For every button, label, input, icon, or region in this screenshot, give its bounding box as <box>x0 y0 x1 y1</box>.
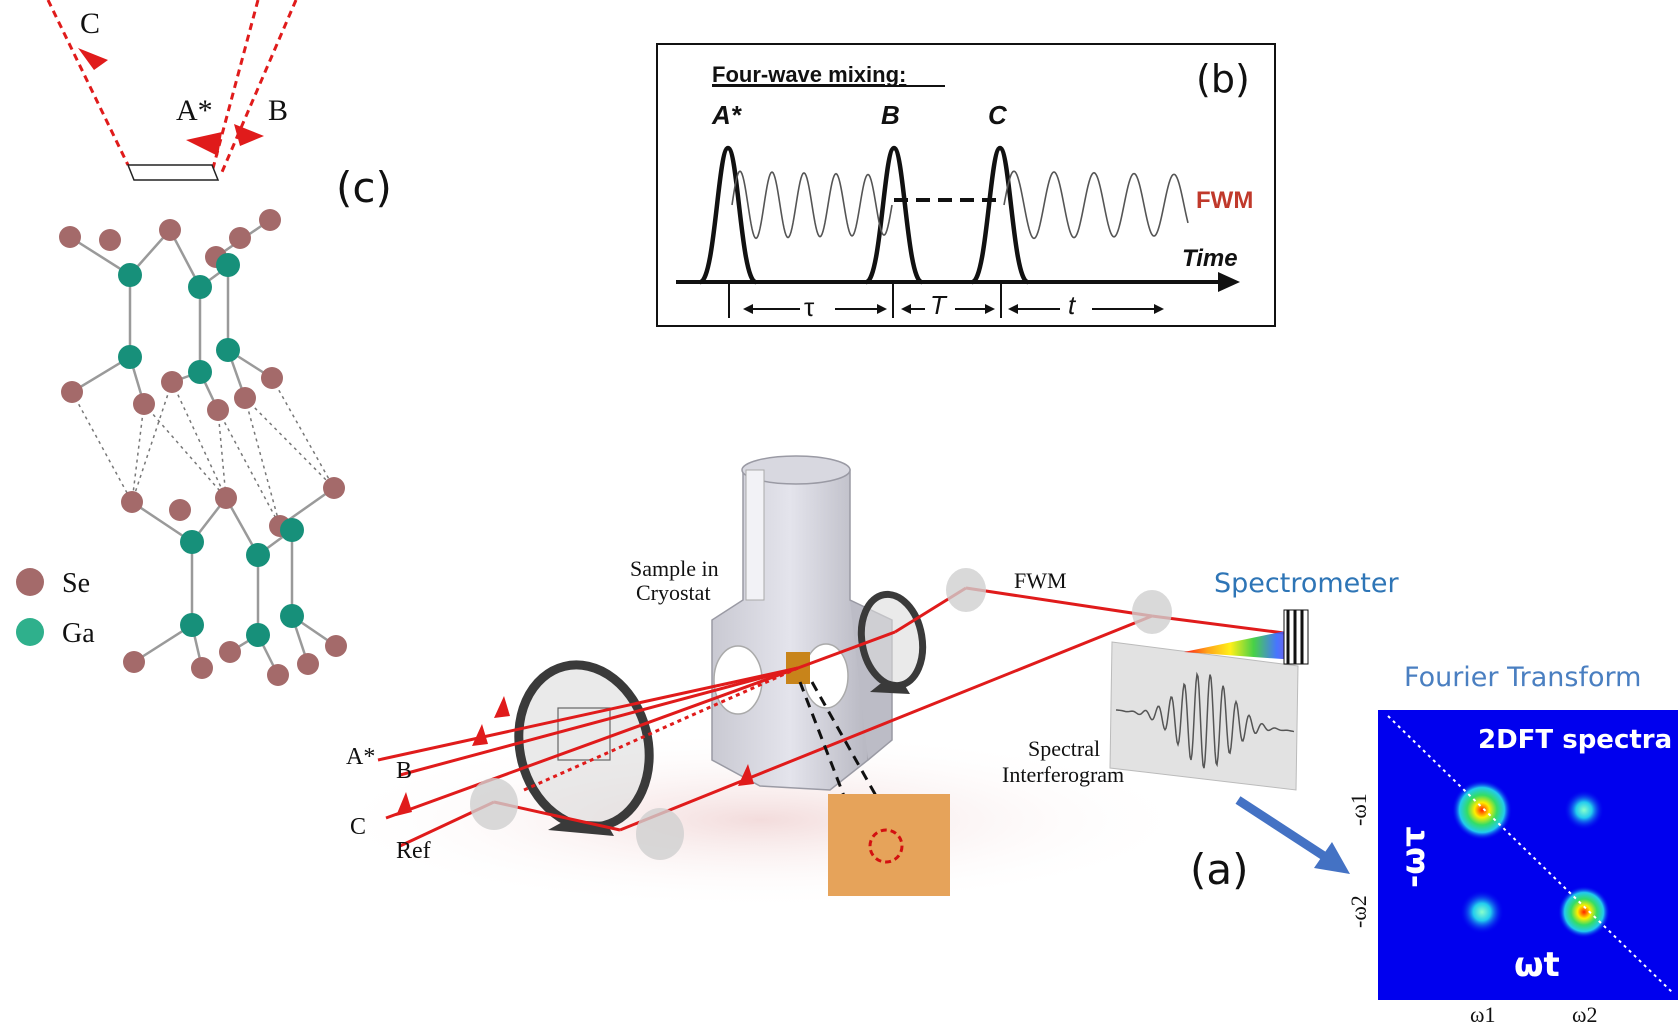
pulse-marker-b <box>234 124 264 146</box>
peak-diagonal-2 <box>1558 886 1610 938</box>
time-axis-label: Time <box>1182 245 1238 272</box>
reference-dotted-beam <box>523 666 799 792</box>
spectrum-xtick-2: ω2 <box>1572 1002 1597 1027</box>
zoom-line-left <box>798 681 866 849</box>
panel-b-title: Four-wave mixing: <box>712 62 906 87</box>
beam-label-c: C <box>80 7 100 40</box>
pulse-label-c: C <box>988 100 1008 130</box>
pulse-label-a-star: A* <box>711 100 743 130</box>
spectrum-title: 2DFT spectra <box>1478 725 1672 755</box>
sample-label-line-1: Sample in <box>630 556 719 581</box>
spectral-interferogram <box>1109 641 1299 791</box>
beam-label-a-star-setup: A* <box>346 744 375 770</box>
panel-b-frame <box>656 43 1276 327</box>
selenium-atoms <box>59 209 347 686</box>
peak-cross-upper <box>1564 790 1604 830</box>
laser-beams <box>377 586 1285 848</box>
panel-letter-b: (b) <box>1196 57 1250 101</box>
delay-label-t-detection: t <box>1068 290 1077 320</box>
panel-a: Sample in Cryostat FWM Spectrometer Four… <box>320 455 1678 1027</box>
peak-diagonal-1 <box>1452 780 1512 840</box>
beam-b-incoming <box>220 0 298 173</box>
interferogram-label-line-2: Interferogram <box>1002 762 1124 787</box>
fourier-arrow <box>1235 796 1333 864</box>
beam-pulse-markers <box>396 696 754 816</box>
spectrometer-grating <box>1184 609 1309 665</box>
interferogram-label-line-1: Spectral <box>1028 736 1100 761</box>
sample-label-line-2: Cryostat <box>636 580 711 605</box>
pulse-label-b: B <box>881 100 900 130</box>
legend-se-swatch <box>16 568 44 596</box>
delay-label-t-waiting: T <box>930 290 948 320</box>
interferogram-trace <box>1115 671 1295 769</box>
fwm-signal-label: FWM <box>1196 187 1253 214</box>
lens-optics <box>470 568 1172 860</box>
beam-c-incoming <box>46 0 130 166</box>
legend-ga-label: Ga <box>62 618 95 649</box>
beam-label-a-star: A* <box>176 94 213 127</box>
van-der-waals-gap <box>71 377 335 527</box>
delay-label-tau: τ <box>804 292 815 322</box>
fourier-arrow-head <box>1314 842 1350 874</box>
spectrum-xtick-1: ω1 <box>1470 1002 1495 1027</box>
peak-cross-lower <box>1460 890 1504 934</box>
pulse-marker-a <box>186 132 222 156</box>
delay-arrowheads <box>743 304 1164 314</box>
coherence-oscillation-1 <box>731 170 893 240</box>
beam-label-b: B <box>268 94 288 127</box>
time-axis-arrow <box>1218 272 1240 292</box>
legend-ga-swatch <box>16 618 44 646</box>
panel-letter-c: (c) <box>336 163 392 212</box>
spectrum-axis-x: ωt <box>1514 945 1560 985</box>
gallium-atoms <box>118 253 304 647</box>
pulse-a-star <box>698 145 758 285</box>
2dft-spectrum: 2DFT spectra ωt -ωτ ω1 ω2 -ω1 -ω2 <box>1346 710 1678 1027</box>
pulse-marker-c <box>78 48 108 82</box>
panel-letter-a: (a) <box>1190 845 1249 894</box>
spectrum-ytick-1: -ω1 <box>1346 793 1371 826</box>
beam-label-b-setup: B <box>396 758 412 784</box>
signal-oscillation-fwm <box>1003 170 1189 240</box>
sample-slab <box>126 164 220 181</box>
spectrometer-label: Spectrometer <box>1214 568 1399 599</box>
spectrum-axis-y: -ωτ <box>1394 826 1432 888</box>
fourier-transform-label: Fourier Transform <box>1404 662 1641 693</box>
legend-se-label: Se <box>62 568 90 599</box>
panel-b: Four-wave mixing: (b) A* B C Time FWM <box>656 43 1276 327</box>
sample-zoom-circle <box>868 828 904 864</box>
sample-zoom-inset <box>828 794 950 896</box>
pulse-c <box>970 145 1030 285</box>
beam-label-c-setup: C <box>350 814 366 840</box>
pulse-b <box>864 145 924 285</box>
zoom-line-right <box>810 681 904 843</box>
fwm-beam-label: FWM <box>1014 568 1067 593</box>
spectrum-background <box>1378 710 1678 1000</box>
beam-label-ref: Ref <box>396 838 431 864</box>
panel-c: C A* B (c) <box>16 0 392 686</box>
spectrum-ytick-2: -ω2 <box>1346 895 1371 928</box>
